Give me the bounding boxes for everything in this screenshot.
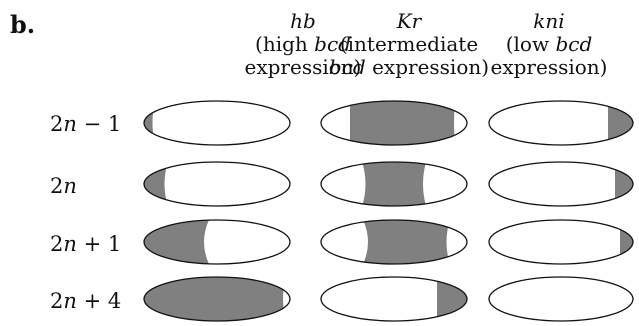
expression-stripe [615, 162, 633, 206]
header-line-3: expression) [490, 55, 608, 79]
header-line-2: (intermediate [339, 32, 479, 56]
panel-label: b. [10, 10, 36, 39]
expression-stripe [608, 101, 633, 145]
embryo-kni-2n-plus-1 [488, 219, 634, 265]
embryo-hb-2n-plus-4 [143, 276, 291, 322]
row-label-2n: 2n [50, 174, 77, 198]
embryo-hb-2n [143, 161, 291, 207]
header-line-3: bcd expression) [328, 55, 490, 79]
header-line-3: expression) [244, 55, 362, 79]
expression-stripe [360, 162, 428, 206]
embryo-hb-2n-minus-1 [143, 100, 291, 146]
embryo-kr-2n-plus-4 [320, 276, 468, 322]
expression-stripe [350, 101, 456, 145]
gene-name: kni [533, 9, 565, 33]
row-label-2n-minus-1: 2n − 1 [50, 112, 122, 136]
expression-stripe [437, 277, 467, 321]
expression-stripe [144, 277, 287, 321]
header-line-2: (low bcd [505, 32, 593, 56]
column-header-hb: hb (high bcd expression) [218, 10, 388, 79]
embryo-hb-2n-plus-1 [143, 219, 291, 265]
embryo-kni-2n-minus-1 [488, 100, 634, 146]
gene-name: Kr [396, 9, 422, 33]
expression-stripe [620, 220, 633, 264]
row-label-2n-plus-1: 2n + 1 [50, 232, 122, 256]
column-header-kni: kni (low bcd expression) [464, 10, 634, 79]
expression-stripe [360, 220, 452, 264]
embryo-kr-2n-plus-1 [320, 219, 468, 265]
row-label-2n-plus-4: 2n + 4 [50, 289, 122, 313]
expression-stripe [144, 220, 212, 264]
embryo-kr-2n [320, 161, 468, 207]
column-header-kr: Kr (intermediate bcd expression) [324, 10, 494, 79]
gene-name: hb [290, 9, 316, 33]
header-line-2: (high bcd [255, 32, 351, 56]
embryo-kr-2n-minus-1 [320, 100, 468, 146]
embryo-kni-2n-plus-4 [488, 276, 634, 322]
embryo-kni-2n [488, 161, 634, 207]
